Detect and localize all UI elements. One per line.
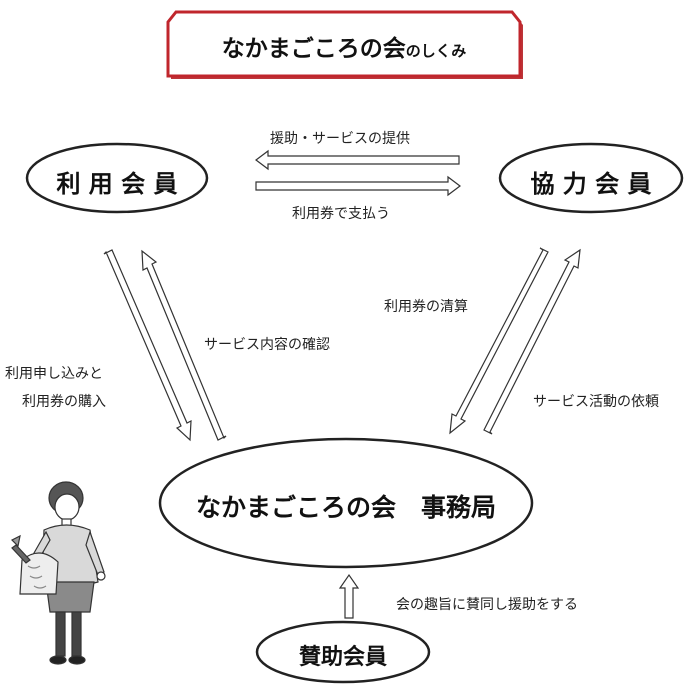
- user-member-label: 利 用 会 員: [56, 170, 178, 198]
- pay-with-ticket-label: 利用券で支払う: [292, 206, 390, 222]
- application-label-line1: 利用申し込みと: [5, 366, 103, 382]
- title: なかまごころの会のしくみ: [166, 9, 522, 81]
- supporting-member-label: 賛助会員: [298, 645, 387, 670]
- ticket-settlement-label: 利用券の清算: [384, 299, 468, 315]
- arrow-application: [103, 249, 192, 442]
- title-frame: [166, 10, 523, 79]
- support-provision-label: 援助・サービスの提供: [270, 131, 410, 147]
- application-label-line2: 利用券の購入: [22, 394, 106, 410]
- arrow-pay-with-ticket: [255, 175, 461, 197]
- office-label: なかまごころの会 事務局: [195, 493, 496, 522]
- user-member-ellipse: [25, 142, 209, 214]
- arrow-supporter-agreement: [338, 573, 360, 619]
- arrow-support-provision: [255, 149, 460, 171]
- cooperating-member-label: 協 力 会 員: [530, 170, 652, 198]
- cooperating-member-ellipse: [498, 142, 684, 214]
- arrow-activity-request: [483, 248, 581, 435]
- arrow-service-confirmation: [141, 249, 227, 441]
- supporting-member-ellipse: [255, 620, 431, 684]
- service-confirmation-label: サービス内容の確認: [204, 337, 330, 353]
- arrow-ticket-settlement: [449, 247, 549, 435]
- title-suffix: のしくみ: [405, 42, 467, 60]
- activity-request-label: サービス活動の依頼: [533, 394, 659, 410]
- office-ellipse: [158, 437, 534, 569]
- supporter-agreement-label: 会の趣旨に賛同し援助をする: [396, 597, 578, 613]
- woman-illustration: [10, 481, 106, 665]
- title-main: なかまごころの会: [221, 36, 406, 62]
